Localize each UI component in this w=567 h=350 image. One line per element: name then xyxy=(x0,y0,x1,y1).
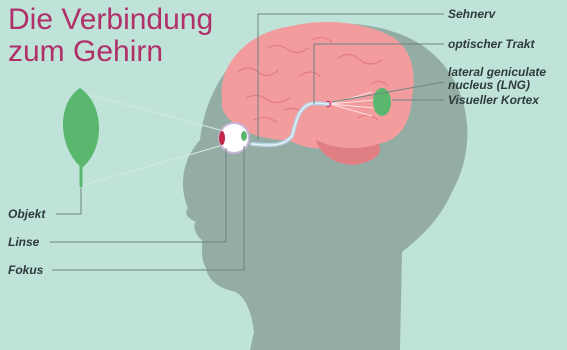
label-optischer-trakt: optischer Trakt xyxy=(448,38,534,51)
leaf-object xyxy=(63,88,99,168)
label-linse: Linse xyxy=(8,236,39,249)
title-line-2: zum Gehirn xyxy=(8,36,213,68)
page-title: Die Verbindung zum Gehirn xyxy=(8,4,213,68)
brain-shape xyxy=(222,22,414,149)
label-lng-line-1: lateral geniculate xyxy=(448,65,546,79)
label-lng: lateral geniculate nucleus (LNG) xyxy=(448,66,546,92)
eye-retina-image xyxy=(241,131,247,141)
label-sehnerv: Sehnerv xyxy=(448,8,495,21)
label-lng-line-2: nucleus (LNG) xyxy=(448,78,530,92)
title-line-1: Die Verbindung xyxy=(8,4,213,36)
label-visueller-kortex: Visueller Kortex xyxy=(448,94,539,107)
label-fokus: Fokus xyxy=(8,264,43,277)
eye-lens xyxy=(219,131,225,145)
leader-objekt xyxy=(56,188,81,214)
label-objekt: Objekt xyxy=(8,208,45,221)
